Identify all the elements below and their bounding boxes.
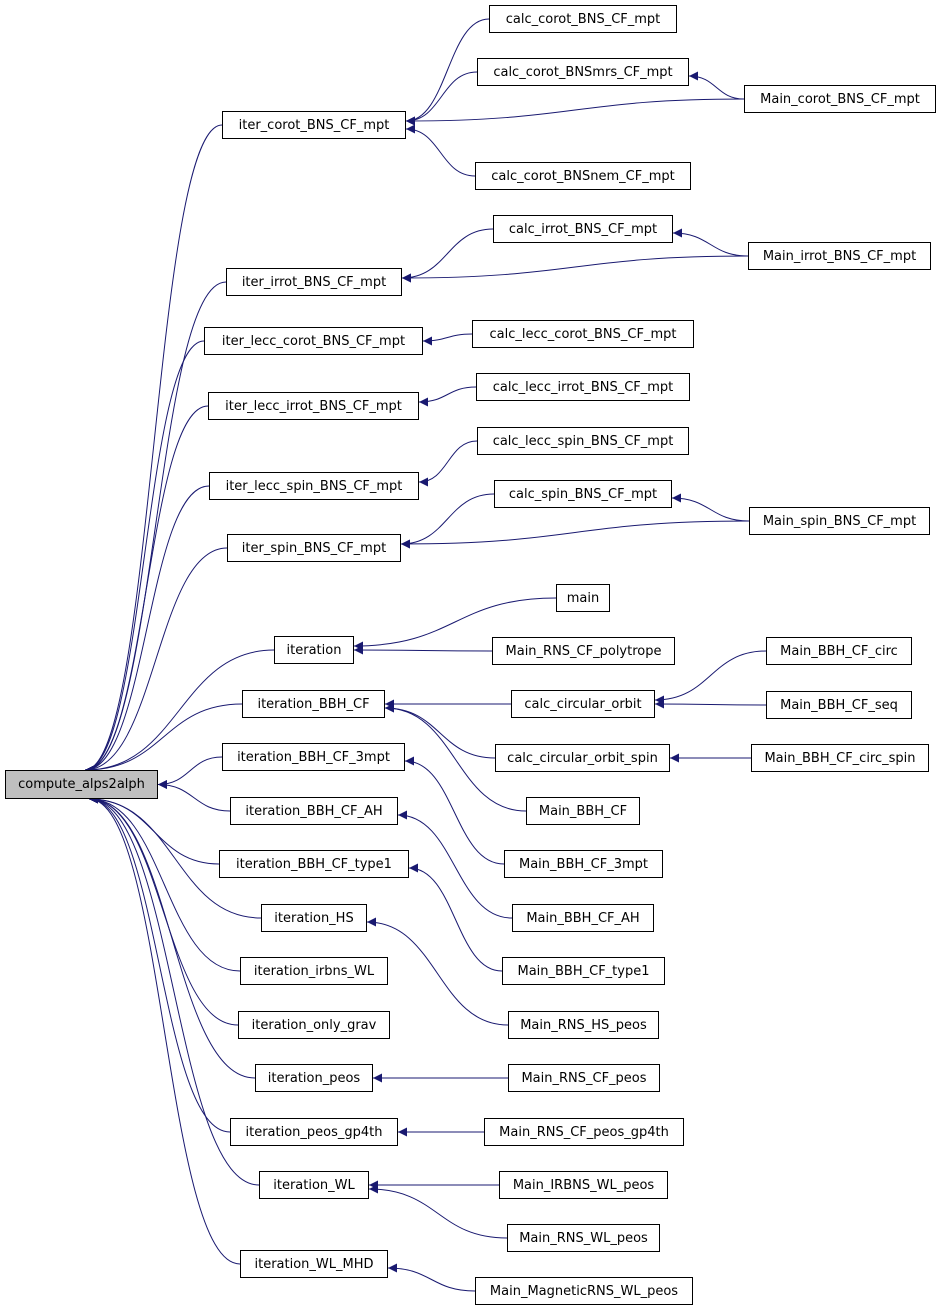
node-main-rns-cf-peos[interactable]: Main_RNS_CF_peos [508, 1064, 660, 1092]
node-iteration-peos[interactable]: iteration_peos [255, 1064, 373, 1092]
node-main-irbns-wl-peos[interactable]: Main_IRBNS_WL_peos [499, 1171, 668, 1199]
call-edge [654, 699, 767, 709]
call-edge [84, 485, 210, 775]
node-calc-lecc-corot-bns-cf-mpt[interactable]: calc_lecc_corot_BNS_CF_mpt [472, 320, 694, 348]
call-edge [401, 228, 494, 283]
call-edge [88, 794, 262, 919]
node-calc-corot-bnsmrs-cf-mpt[interactable]: calc_corot_BNSmrs_CF_mpt [477, 58, 689, 86]
node-main-bbh-cf-seq[interactable]: Main_BBH_CF_seq [766, 691, 912, 719]
node-iteration-bbh-cf-ah[interactable]: iteration_BBH_CF_AH [230, 797, 398, 825]
node-calc-corot-bnsnem-cf-mpt[interactable]: calc_corot_BNSnem_CF_mpt [475, 162, 691, 190]
call-edge [405, 18, 490, 126]
call-edge [88, 794, 231, 1133]
node-iter-corot-bns-cf-mpt[interactable]: iter_corot_BNS_CF_mpt [222, 111, 406, 139]
node-iteration-bbh-cf-type1[interactable]: iteration_BBH_CF_type1 [219, 850, 409, 878]
node-main-bbh-cf-3mpt[interactable]: Main_BBH_CF_3mpt [504, 850, 663, 878]
node-main-rns-cf-peos-gp4th[interactable]: Main_RNS_CF_peos_gp4th [484, 1118, 684, 1146]
call-edge [401, 255, 749, 283]
node-main-rns-hs-peos[interactable]: Main_RNS_HS_peos [508, 1011, 659, 1039]
call-edge [88, 794, 260, 1186]
node-iter-spin-bns-cf-mpt[interactable]: iter_spin_BNS_CF_mpt [227, 534, 401, 562]
node-calc-spin-bns-cf-mpt[interactable]: calc_spin_BNS_CF_mpt [494, 480, 672, 508]
node-main-bbh-cf-circ-spin[interactable]: Main_BBH_CF_circ_spin [751, 744, 929, 772]
call-edge [404, 756, 505, 865]
node-calc-circular-orbit-spin[interactable]: calc_circular_orbit_spin [495, 744, 670, 772]
node-iteration[interactable]: iteration [274, 636, 354, 664]
call-edge [384, 703, 527, 812]
node-iteration-irbns-wl[interactable]: iteration_irbns_WL [240, 957, 388, 985]
call-edge [366, 917, 509, 1026]
call-edge [397, 810, 513, 919]
node-iteration-wl-mhd[interactable]: iteration_WL_MHD [240, 1250, 388, 1278]
call-edge [88, 794, 256, 1079]
call-edge [84, 547, 228, 775]
node-iter-lecc-corot-bns-cf-mpt[interactable]: iter_lecc_corot_BNS_CF_mpt [204, 327, 423, 355]
call-edge [88, 794, 241, 1265]
node-calc-corot-bns-cf-mpt[interactable]: calc_corot_BNS_CF_mpt [489, 5, 677, 33]
call-edge [408, 863, 503, 972]
node-calc-lecc-spin-bns-cf-mpt[interactable]: calc_lecc_spin_BNS_CF_mpt [477, 427, 689, 455]
call-edge [88, 794, 241, 972]
node-main-irrot-bns-cf-mpt[interactable]: Main_irrot_BNS_CF_mpt [748, 242, 931, 270]
call-edge [368, 1184, 508, 1239]
call-edge [671, 493, 750, 522]
call-edge [353, 645, 493, 655]
node-iteration-bbh-cf[interactable]: iteration_BBH_CF [242, 690, 385, 718]
call-edge [654, 650, 767, 705]
node-calc-lecc-irrot-bns-cf-mpt[interactable]: calc_lecc_irrot_BNS_CF_mpt [476, 373, 690, 401]
node-iteration-only-grav[interactable]: iteration_only_grav [238, 1011, 390, 1039]
node-main-bbh-cf-circ[interactable]: Main_BBH_CF_circ [766, 637, 912, 665]
node-main-corot-bns-cf-mpt[interactable]: Main_corot_BNS_CF_mpt [744, 85, 936, 113]
node-calc-irrot-bns-cf-mpt[interactable]: calc_irrot_BNS_CF_mpt [493, 215, 673, 243]
node-calc-circular-orbit[interactable]: calc_circular_orbit [511, 690, 655, 718]
call-edge [353, 597, 557, 651]
call-edge [400, 493, 495, 549]
node-iter-lecc-spin-bns-cf-mpt[interactable]: iter_lecc_spin_BNS_CF_mpt [209, 472, 419, 500]
call-edge [84, 281, 227, 775]
call-edge [387, 1263, 476, 1292]
call-edge [84, 124, 223, 775]
call-edge [84, 405, 209, 775]
node-iter-lecc-irrot-bns-cf-mpt[interactable]: iter_lecc_irrot_BNS_CF_mpt [208, 392, 419, 420]
node-compute-alps2alph: compute_alps2alph [5, 770, 158, 799]
call-edge [84, 649, 275, 775]
call-edge [405, 71, 478, 126]
call-edge [157, 756, 223, 789]
node-main[interactable]: main [556, 584, 610, 612]
node-main-rns-cf-polytrope[interactable]: Main_RNS_CF_polytrope [492, 637, 675, 665]
call-edge [672, 228, 749, 257]
call-edge [84, 703, 243, 775]
call-edge [405, 98, 745, 126]
node-iter-irrot-bns-cf-mpt[interactable]: iter_irrot_BNS_CF_mpt [226, 268, 402, 296]
call-edge [400, 520, 750, 549]
call-edge [688, 71, 745, 100]
node-iteration-wl[interactable]: iteration_WL [259, 1171, 369, 1199]
call-edge [84, 340, 205, 775]
call-edge [422, 333, 473, 346]
node-main-bbh-cf[interactable]: Main_BBH_CF [526, 797, 640, 825]
node-iteration-bbh-cf-3mpt[interactable]: iteration_BBH_CF_3mpt [222, 743, 405, 771]
call-edge [418, 440, 478, 487]
node-iteration-hs[interactable]: iteration_HS [261, 904, 367, 932]
call-edge [405, 124, 476, 177]
call-edge [157, 780, 231, 812]
node-iteration-peos-gp4th[interactable]: iteration_peos_gp4th [230, 1118, 398, 1146]
call-edge [418, 386, 477, 407]
node-main-bbh-cf-type1[interactable]: Main_BBH_CF_type1 [502, 957, 665, 985]
node-main-rns-wl-peos[interactable]: Main_RNS_WL_peos [507, 1224, 660, 1252]
node-main-bbh-cf-ah[interactable]: Main_BBH_CF_AH [512, 904, 654, 932]
node-main-spin-bns-cf-mpt[interactable]: Main_spin_BNS_CF_mpt [749, 507, 930, 535]
node-main-magneticrns-wl-peos[interactable]: Main_MagneticRNS_WL_peos [475, 1277, 693, 1305]
